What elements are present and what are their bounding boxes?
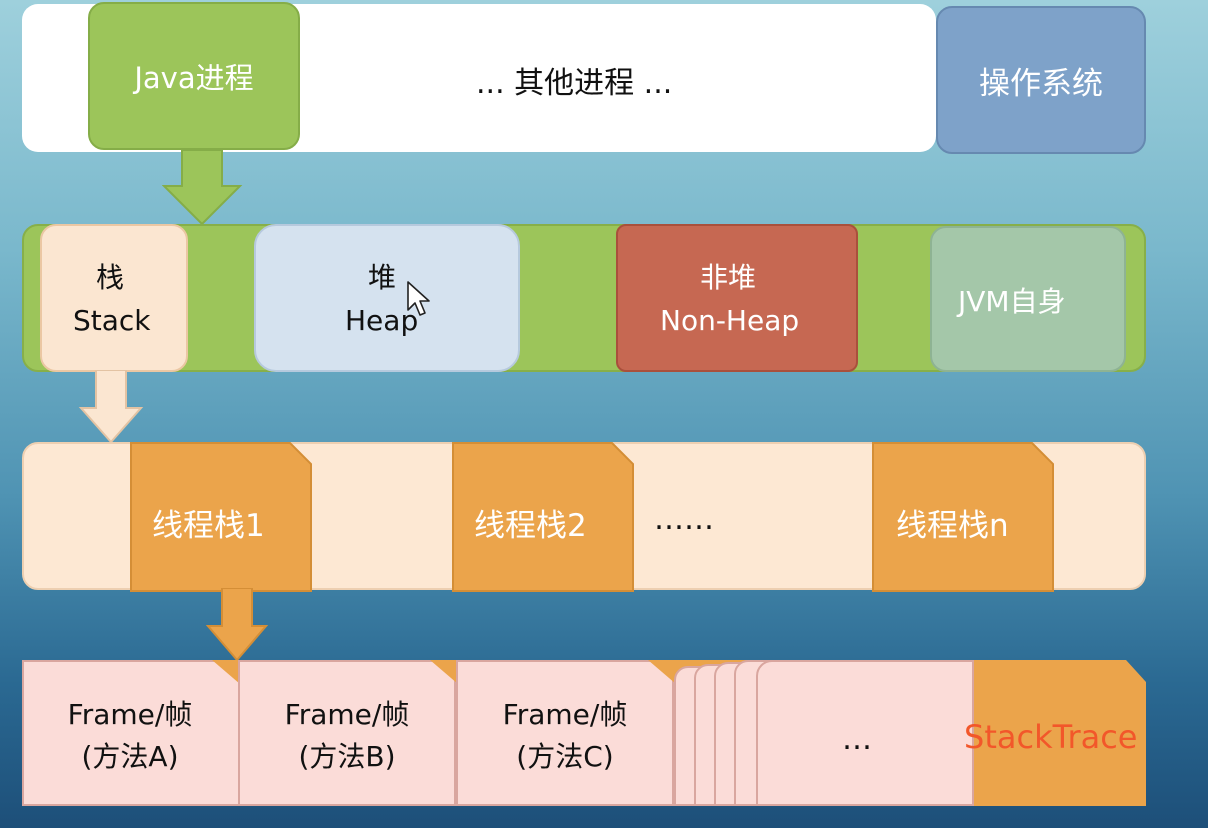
non-heap-box [616, 224, 858, 372]
frame-b-box [238, 660, 456, 806]
thread-stack-n-label: 线程栈n [896, 508, 1009, 544]
frame-b-label: Frame/帧 (方法B) [238, 694, 456, 778]
java-process-box: Java进程 [88, 2, 300, 150]
thread-stack-1-label: 线程栈1 [152, 508, 265, 544]
stack-label-en: Stack [73, 304, 151, 337]
thread-stack-n-box [872, 442, 1054, 592]
thread-stack-2-label: 线程栈2 [474, 508, 587, 544]
down-arrow-icon [78, 370, 144, 444]
heap-box [254, 224, 520, 372]
heap-label-en: Heap [345, 304, 419, 337]
thread-stack-ellipsis: …… [654, 502, 714, 537]
down-arrow-icon [162, 150, 243, 226]
non-heap-label-cn: 非堆 [700, 261, 757, 294]
java-process-label: Java进程 [134, 61, 254, 95]
operating-system-label: 操作系统 [979, 65, 1103, 102]
frame-b-line2: (方法B) [298, 740, 396, 773]
frame-b-line1: Frame/帧 [284, 698, 410, 731]
frame-c-label: Frame/帧 (方法C) [456, 694, 674, 778]
frame-c-fold [648, 660, 676, 684]
other-processes-label: ... 其他进程 ... [476, 66, 673, 101]
jvm-self-box [930, 226, 1126, 372]
frame-a-line1: Frame/帧 [67, 698, 193, 731]
frame-more-box [756, 660, 974, 806]
jvm-self-label: JVM自身 [958, 285, 1066, 318]
frame-a-label: Frame/帧 (方法A) [22, 694, 238, 778]
heap-label-cn: 堆 [368, 261, 397, 294]
frame-b-fold [430, 660, 458, 684]
thread-stack-2-box [452, 442, 634, 592]
frame-a-fold [212, 660, 240, 684]
frame-more-label: … [842, 722, 872, 757]
thread-stack-1-box [130, 442, 312, 592]
stack-label-cn: 栈 [96, 261, 125, 294]
down-arrow-icon [206, 588, 268, 662]
stack-box [40, 224, 188, 372]
operating-system-box: 操作系统 [936, 6, 1146, 154]
non-heap-label-en: Non-Heap [660, 304, 800, 337]
mouse-cursor-icon [407, 281, 430, 316]
frame-c-line1: Frame/帧 [502, 698, 628, 731]
frame-a-line2: (方法A) [81, 740, 179, 773]
frame-c-box [456, 660, 674, 806]
stacktrace-label: StackTrace [964, 718, 1138, 756]
frame-a-box [22, 660, 238, 806]
frame-c-line2: (方法C) [516, 740, 614, 773]
